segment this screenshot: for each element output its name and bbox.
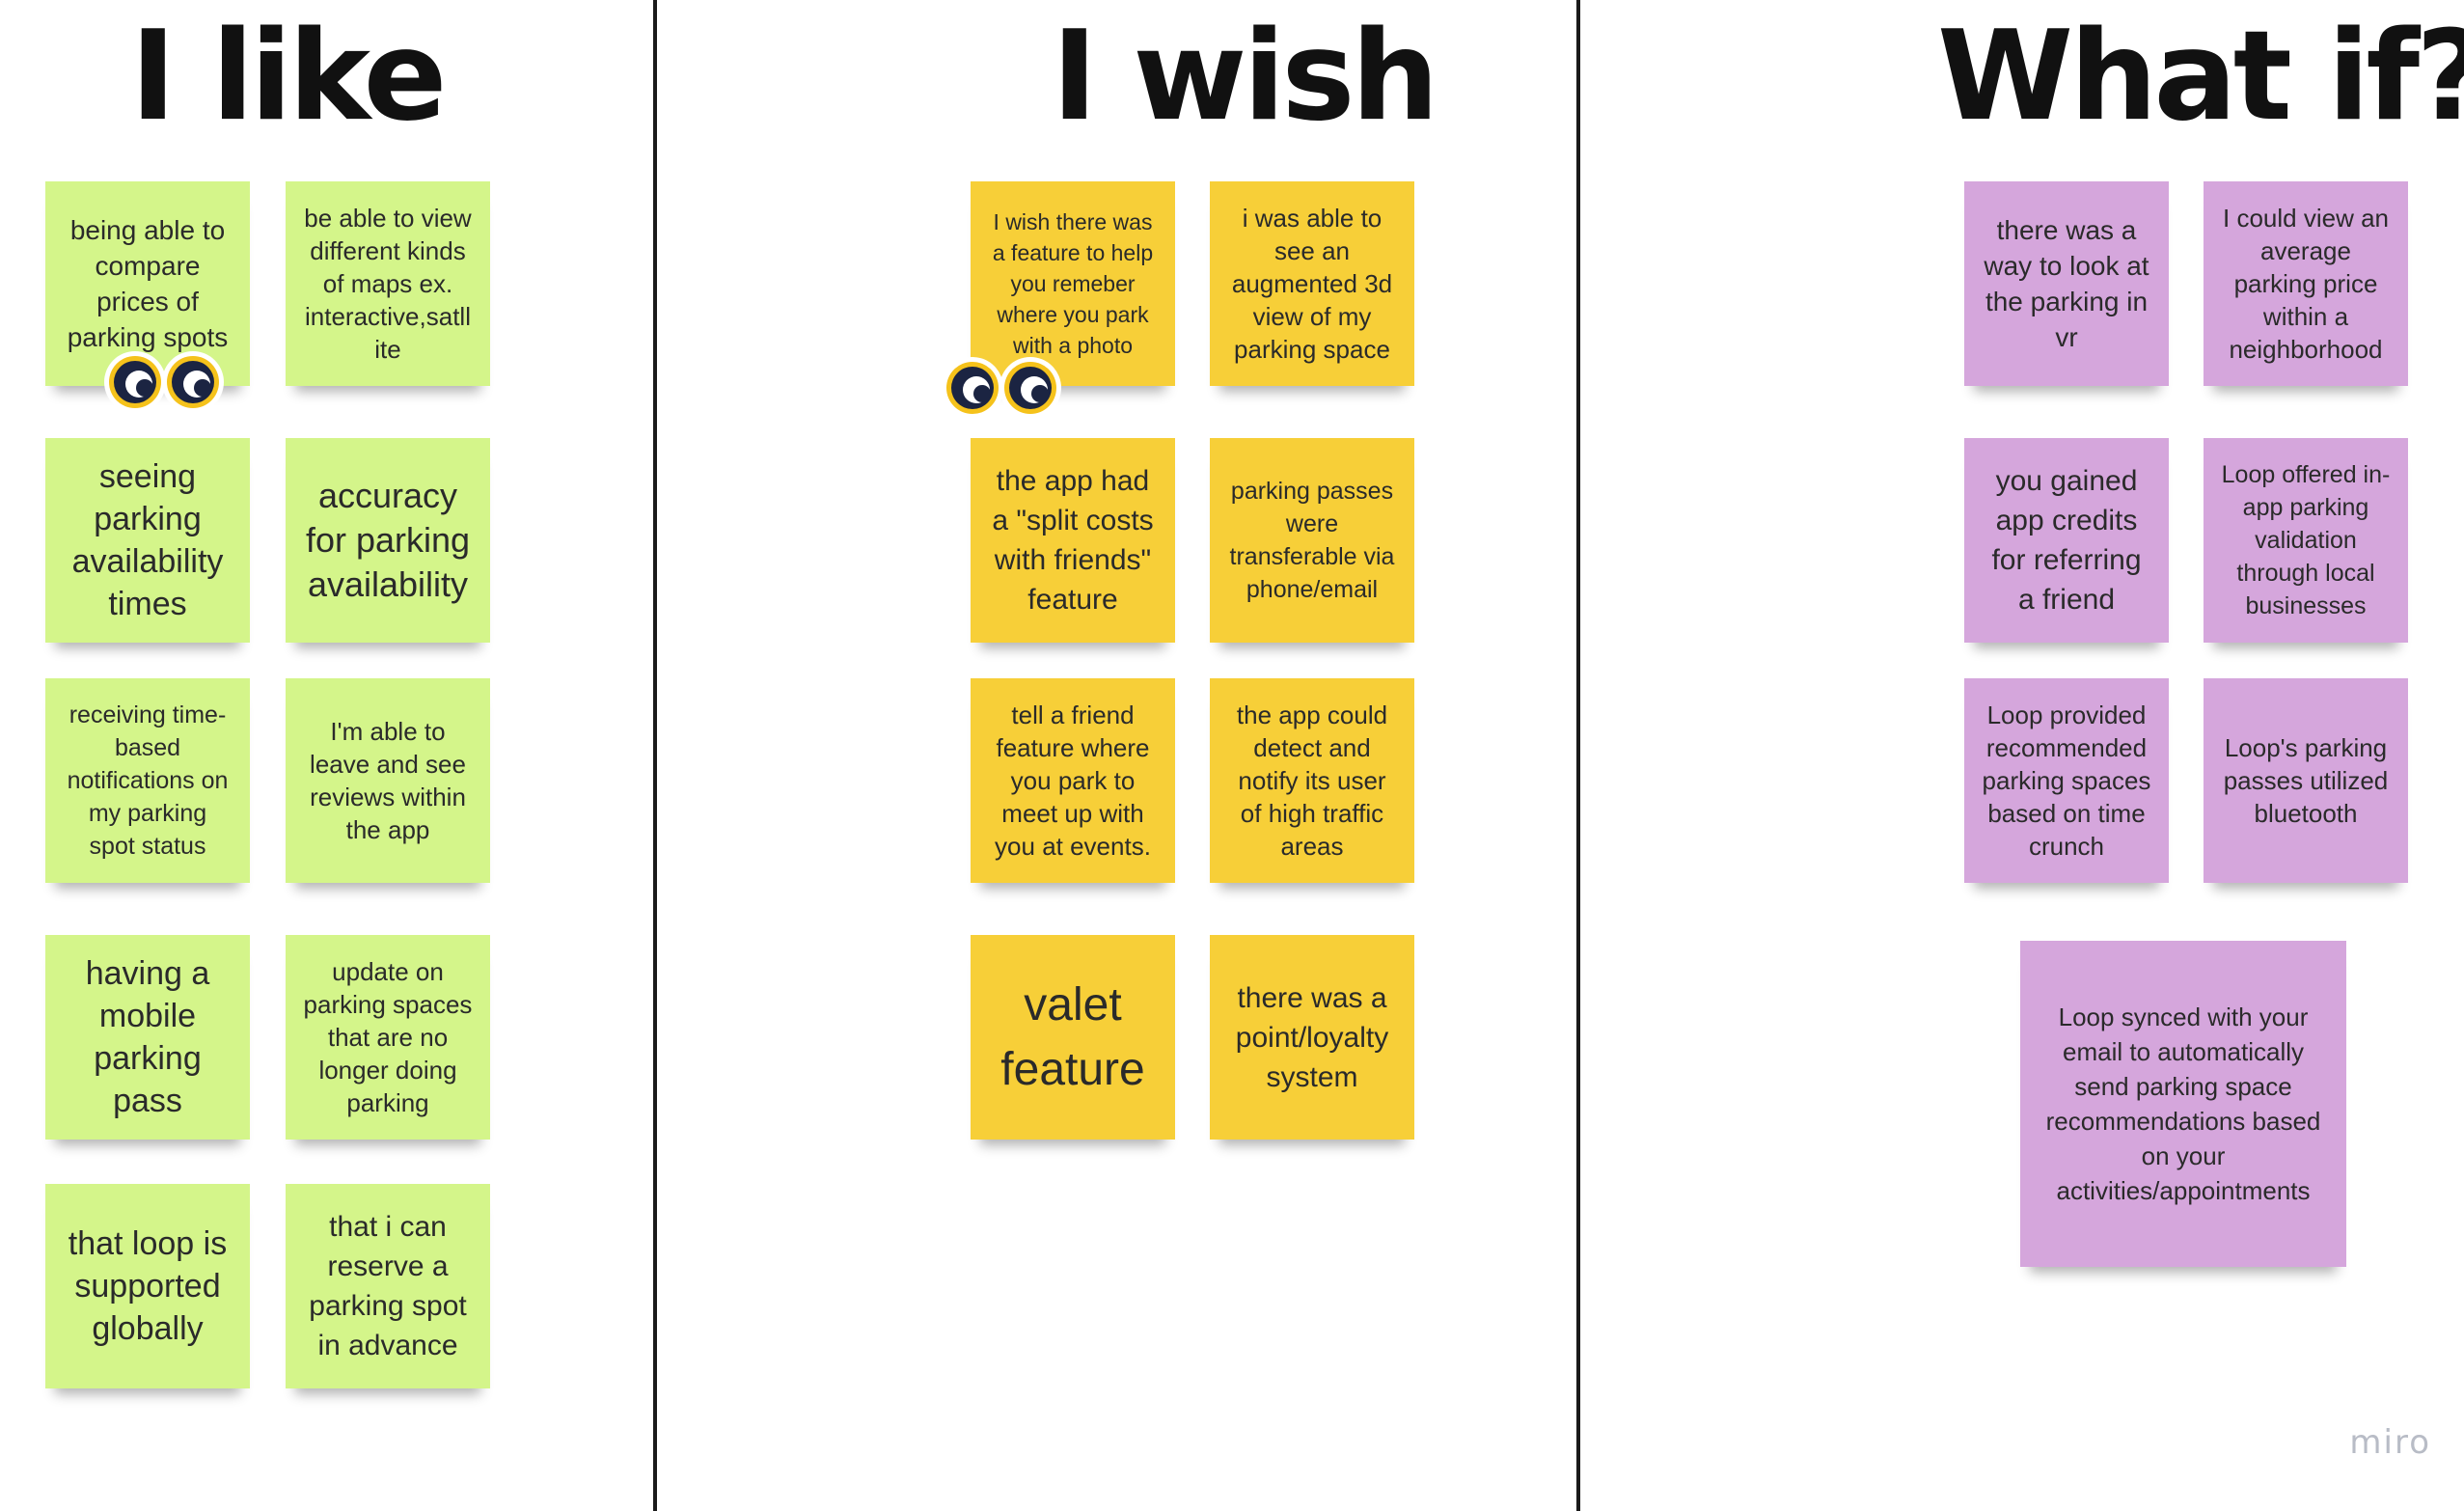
sticky-note[interactable]: there was a point/loyalty system xyxy=(1210,935,1414,1140)
column-divider-2 xyxy=(1576,0,1580,1511)
sticky-note-text: i was able to see an augmented 3d view o… xyxy=(1231,204,1393,364)
sticky-note[interactable]: parking passes were transferable via pho… xyxy=(1210,438,1414,643)
sticky-note[interactable]: Loop synced with your email to automatic… xyxy=(2020,941,2346,1267)
sticky-note[interactable]: Loop provided recommended parking spaces… xyxy=(1964,678,2169,883)
sticky-note[interactable]: the app could detect and notify its user… xyxy=(1210,678,1414,883)
googly-eyes-icon xyxy=(104,351,224,413)
sticky-note-text: be able to view different kinds of maps … xyxy=(304,204,472,364)
column-divider-1 xyxy=(653,0,657,1511)
sticky-note-text: I wish there was a feature to help you r… xyxy=(992,209,1154,358)
sticky-note[interactable]: Loop's parking passes utilized bluetooth xyxy=(2204,678,2408,883)
sticky-note-text: there was a way to look at the parking i… xyxy=(1984,215,2149,352)
sticky-note-text: Loop provided recommended parking spaces… xyxy=(1982,701,2151,861)
sticky-note-text: the app could detect and notify its user… xyxy=(1236,701,1388,861)
sticky-note-text: Loop's parking passes utilized bluetooth xyxy=(2223,733,2389,828)
sticky-note[interactable]: valet feature xyxy=(971,935,1175,1140)
googly-eyes-sticker[interactable] xyxy=(96,343,232,421)
sticky-note[interactable]: having a mobile parking pass xyxy=(45,935,250,1140)
sticky-note-text: tell a friend feature where you park to … xyxy=(995,701,1151,861)
sticky-note[interactable]: you gained app credits for referring a f… xyxy=(1964,438,2169,643)
sticky-note-text: I could view an average parking price wi… xyxy=(2223,204,2389,364)
sticky-note[interactable]: Loop offered in-app parking validation t… xyxy=(2204,438,2408,643)
googly-eyes-icon xyxy=(942,357,1061,419)
miro-watermark: miro xyxy=(2349,1423,2431,1462)
sticky-note-text: seeing parking availability times xyxy=(71,458,224,622)
sticky-note-text: parking passes were transferable via pho… xyxy=(1229,478,1395,603)
sticky-note[interactable]: update on parking spaces that are no lon… xyxy=(286,935,490,1140)
sticky-note[interactable]: be able to view different kinds of maps … xyxy=(286,181,490,386)
column-title-i-like[interactable]: I like xyxy=(130,5,447,149)
sticky-note[interactable]: that i can reserve a parking spot in adv… xyxy=(286,1184,490,1388)
sticky-note-text: that i can reserve a parking spot in adv… xyxy=(309,1211,467,1361)
sticky-note[interactable]: the app had a "split costs with friends"… xyxy=(971,438,1175,643)
sticky-note[interactable]: I'm able to leave and see reviews within… xyxy=(286,678,490,883)
sticky-note-text: Loop synced with your email to automatic… xyxy=(2045,1003,2321,1205)
sticky-note[interactable]: I wish there was a feature to help you r… xyxy=(971,181,1175,386)
sticky-note-text: accuracy for parking availability xyxy=(305,476,471,604)
column-title-what-if[interactable]: What if? xyxy=(1937,5,2464,149)
sticky-note-text: Loop offered in-app parking validation t… xyxy=(2221,461,2391,619)
sticky-note[interactable]: seeing parking availability times xyxy=(45,438,250,643)
sticky-note-text: being able to compare prices of parking … xyxy=(67,215,229,352)
sticky-note-text: update on parking spaces that are no lon… xyxy=(303,957,473,1117)
sticky-note[interactable]: i was able to see an augmented 3d view o… xyxy=(1210,181,1414,386)
sticky-note[interactable]: there was a way to look at the parking i… xyxy=(1964,181,2169,386)
sticky-note-text: receiving time-based notifications on my… xyxy=(67,701,229,860)
sticky-note[interactable]: accuracy for parking availability xyxy=(286,438,490,643)
column-title-i-wish[interactable]: I wish xyxy=(1052,5,1439,149)
sticky-note[interactable]: that loop is supported globally xyxy=(45,1184,250,1388)
sticky-note-text: the app had a "split costs with friends"… xyxy=(992,465,1154,616)
googly-eyes-sticker[interactable] xyxy=(934,349,1069,426)
sticky-note-text: that loop is supported globally xyxy=(68,1225,228,1347)
sticky-note[interactable]: tell a friend feature where you park to … xyxy=(971,678,1175,883)
sticky-note-text: valet feature xyxy=(1000,979,1145,1095)
sticky-note[interactable]: receiving time-based notifications on my… xyxy=(45,678,250,883)
sticky-note-text: there was a point/loyalty system xyxy=(1235,981,1389,1093)
sticky-note[interactable]: being able to compare prices of parking … xyxy=(45,181,250,386)
sticky-note-text: having a mobile parking pass xyxy=(85,955,210,1119)
sticky-note-text: I'm able to leave and see reviews within… xyxy=(310,717,466,844)
sticky-note[interactable]: I could view an average parking price wi… xyxy=(2204,181,2408,386)
sticky-note-text: you gained app credits for referring a f… xyxy=(1991,465,2142,616)
